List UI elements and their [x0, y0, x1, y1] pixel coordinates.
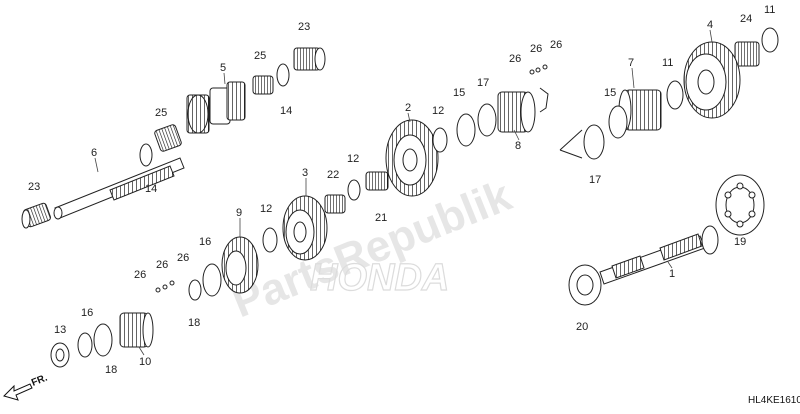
leader-lines: [94, 29, 713, 356]
callout-26-d: 26: [134, 269, 146, 281]
callout-25-a: 25: [155, 107, 167, 119]
drawing-code: HL4KE1610: [748, 395, 800, 406]
part-16-circlip-lower: [93, 323, 113, 357]
callout-6: 6: [91, 147, 97, 159]
callout-7: 7: [628, 57, 634, 69]
part-5-gear-cluster: [186, 81, 246, 134]
part-14-washer-upper: [276, 63, 290, 87]
part-18-washer: [188, 279, 202, 301]
part-11-washer-top: [761, 27, 779, 53]
part-20-ball-bearing: [568, 264, 602, 306]
part-22-collar: [324, 194, 346, 214]
callout-10: 10: [139, 356, 151, 368]
callout-5: 5: [220, 62, 226, 74]
part-13-washer: [50, 342, 70, 368]
part-21-needle-bearing: [365, 171, 389, 191]
callout-18-a: 18: [188, 317, 200, 329]
callout-26-b: 26: [530, 43, 542, 55]
callout-11-top: 11: [764, 4, 775, 16]
callout-12-c: 12: [432, 105, 444, 117]
part-12-washer-b: [347, 179, 361, 201]
part-3-gear: [282, 195, 328, 261]
part-16-circlip: [202, 263, 222, 297]
part-17-washer: [477, 103, 497, 137]
callout-19: 19: [734, 236, 746, 248]
part-4-gear: [683, 41, 741, 119]
callout-16-a: 16: [199, 236, 211, 248]
callout-13: 13: [54, 324, 66, 336]
part-12-washer-c: [432, 127, 448, 153]
callout-26-e: 26: [156, 259, 168, 271]
part-18-washer-lower: [77, 332, 93, 358]
part-11-washer-mid: [666, 80, 684, 110]
part-25-needle-bearing-upper: [252, 75, 274, 95]
callout-14-b: 14: [280, 105, 292, 117]
part-19-ball-bearing: [715, 174, 765, 236]
callout-18-b: 18: [105, 364, 117, 376]
part-8-bracket-line: [539, 87, 549, 113]
callout-12-a: 12: [260, 203, 272, 215]
callout-26-a: 26: [509, 53, 521, 65]
part-26-detent-balls-upper: [529, 64, 548, 75]
part-23-needle-bearing-right: [293, 47, 326, 71]
callout-11-mid: 11: [662, 57, 673, 69]
part-10-gear: [119, 312, 154, 348]
callout-2: 2: [405, 102, 411, 114]
callout-17-b: 17: [589, 174, 601, 186]
part-8-gear: [497, 91, 536, 133]
callout-23-b: 23: [298, 21, 310, 33]
callout-25-b: 25: [254, 50, 266, 62]
part-15-circlip: [456, 113, 476, 147]
callout-16-b: 16: [81, 307, 93, 319]
callout-26-f: 26: [177, 252, 189, 264]
callout-14-a: 14: [145, 183, 157, 195]
front-direction-arrow: FR.: [3, 372, 49, 401]
part-2-gear: [385, 119, 439, 197]
part-9-gear: [221, 236, 259, 294]
front-label: FR.: [30, 372, 49, 388]
callout-1: 1: [669, 268, 675, 280]
honda-watermark: HONDA: [310, 257, 449, 299]
callout-4: 4: [707, 19, 713, 31]
part-1-mainshaft: [599, 225, 719, 285]
part-23-needle-bearing-left: [21, 202, 52, 229]
callout-21: 21: [375, 212, 387, 224]
part-17-washer-right: [583, 124, 605, 160]
part-24-needle-bearing: [734, 41, 760, 67]
callout-15-b: 15: [604, 87, 616, 99]
part-17-leader: [559, 129, 583, 159]
part-12-washer-a: [262, 227, 278, 253]
callout-9: 9: [236, 207, 242, 219]
callout-20: 20: [576, 321, 588, 333]
callout-17-a: 17: [477, 77, 489, 89]
part-15-circlip-right: [608, 105, 628, 139]
part-14-washer: [139, 143, 153, 167]
callout-3: 3: [302, 167, 308, 179]
callout-26-c: 26: [550, 39, 562, 51]
callout-23-a: 23: [28, 181, 40, 193]
callout-24: 24: [740, 13, 752, 25]
callout-12-b: 12: [347, 153, 359, 165]
part-26-detent-balls-lower: [155, 280, 175, 293]
part-6-shaft: [53, 157, 185, 220]
callout-22: 22: [327, 169, 339, 181]
callout-15-a: 15: [453, 87, 465, 99]
callout-8: 8: [515, 140, 521, 152]
part-25-needle-bearing: [154, 124, 182, 152]
